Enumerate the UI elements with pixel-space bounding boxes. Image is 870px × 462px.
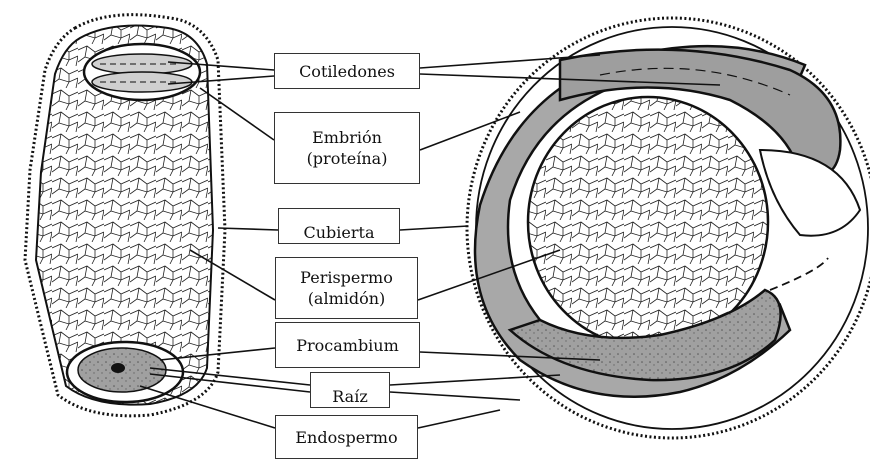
label-endospermo: Endospermo xyxy=(275,415,418,459)
label-procambium: Procambium xyxy=(275,322,420,368)
label-cotiledones: Cotiledones xyxy=(274,53,420,89)
label-embrion: Embrión (proteína) xyxy=(274,112,420,184)
label-perispermo: Perispermo (almidón) xyxy=(275,257,418,319)
right-seed xyxy=(467,18,870,438)
right-perisperm xyxy=(528,97,768,347)
label-cubierta: Cubierta xyxy=(278,208,400,244)
label-raiz: Raíz xyxy=(310,372,390,408)
